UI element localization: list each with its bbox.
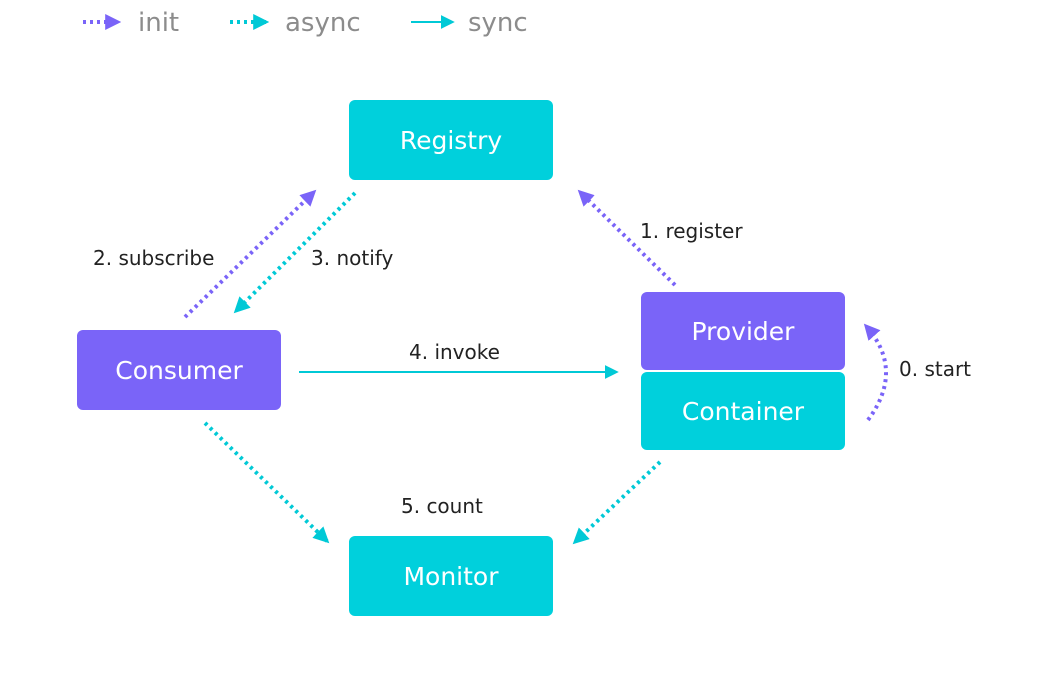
start-arrow [863,323,888,422]
container-node: Container [641,372,845,450]
invoke-label: 4. invoke [409,340,500,364]
container-count-arrow [572,460,662,545]
registry-node: Registry [349,100,553,180]
subscribe-label: 2. subscribe [93,246,215,270]
subscribe-arrow [183,189,317,319]
register-arrow [577,189,677,287]
legend-async-label: async [285,8,361,38]
legend-init-label: init [138,8,180,38]
start-label: 0. start [899,357,972,381]
monitor-node: Monitor [349,536,553,616]
provider-node: Provider [641,292,845,370]
consumer-node: Consumer [77,330,281,410]
register-label: 1. register [640,219,743,243]
legend-sync-label: sync [468,8,528,38]
notify-label: 3. notify [311,246,394,270]
count-label: 5. count [401,494,483,518]
consumer-count-arrow [203,421,330,544]
